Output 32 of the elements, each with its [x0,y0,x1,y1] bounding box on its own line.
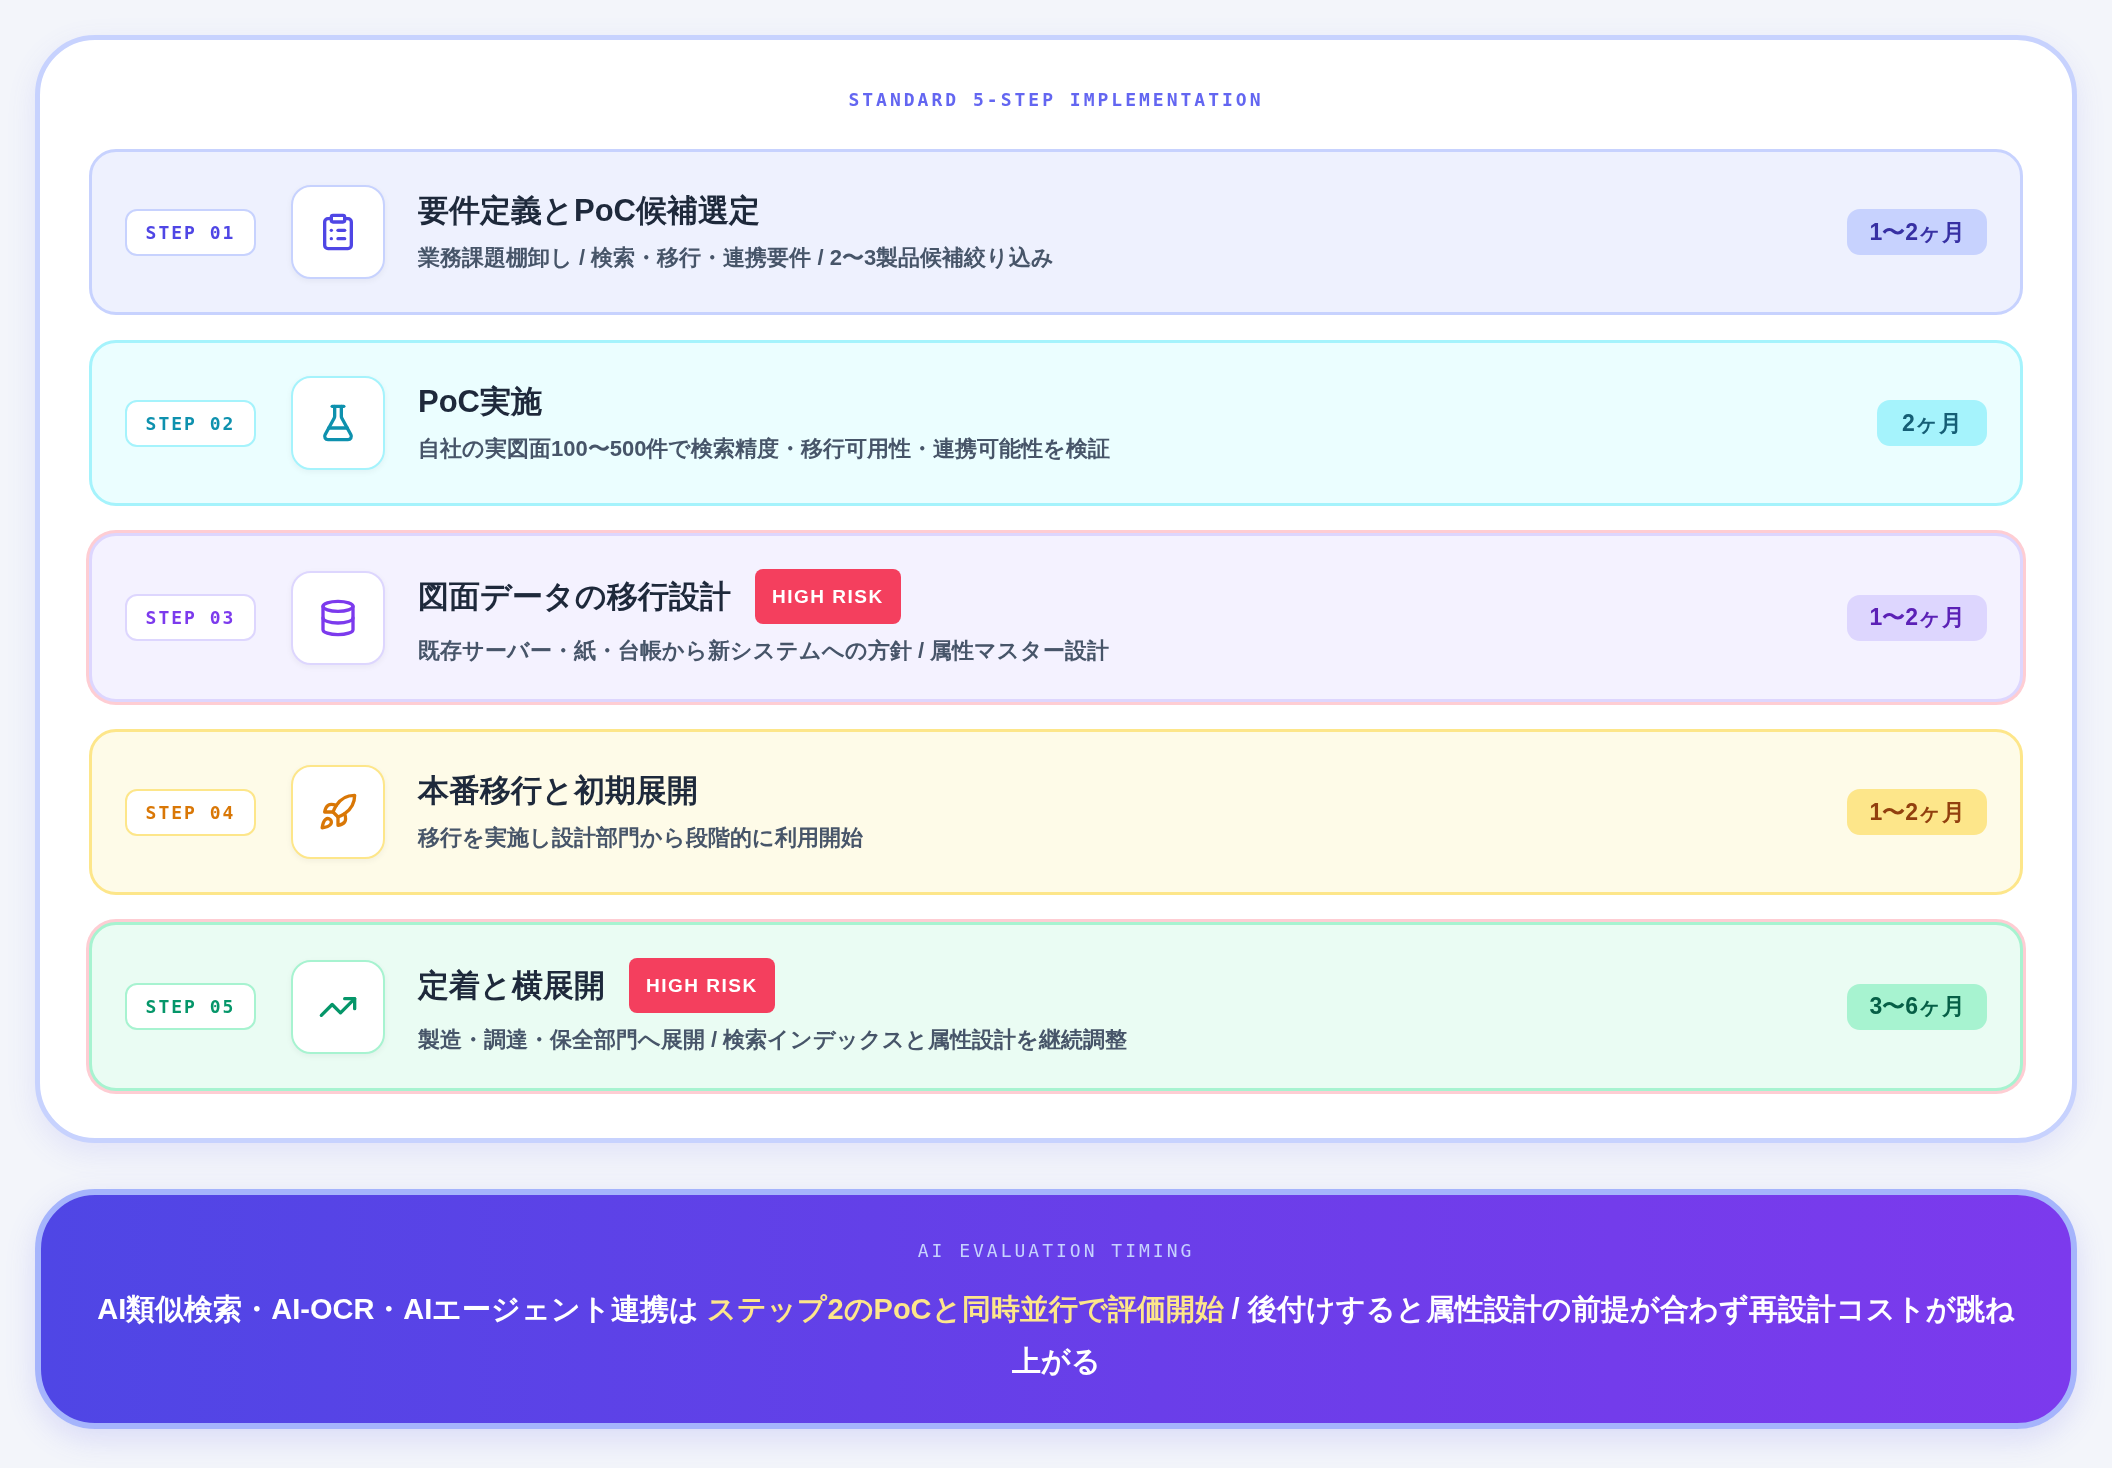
risk-tag: HIGH RISK [755,569,901,624]
step-description: 移行を実施し設計部門から段階的に利用開始 [418,824,864,852]
step-tag: STEP 04 [125,788,256,836]
section-heading: STANDARD 5-STEP IMPLEMENTATION [848,88,1264,112]
step-description: 既存サーバー・紙・台帳から新システムへの方針 / 属性マスター設計 [418,637,1111,665]
step-tag: STEP 05 [125,983,256,1030]
steps-panel [35,35,2077,1143]
step-description: 業務課題棚卸し / 検索・移行・連携要件 / 2〜3製品候補絞り込み [418,244,1056,272]
risk-tag: HIGH RISK [629,958,775,1013]
step-card [89,729,2023,895]
duration-tag: 1〜2ヶ月 [1847,594,1987,641]
banner-heading: AI EVALUATION TIMING [917,1239,1195,1263]
step-card [89,340,2023,506]
step-card [89,922,2023,1091]
step-title: PoC実施 [418,383,542,421]
step-tag: STEP 03 [125,594,256,641]
callout-banner [35,1189,2077,1429]
step-tag: STEP 02 [125,399,256,447]
duration-tag: 1〜2ヶ月 [1847,209,1987,255]
step-title: 要件定義とPoC候補選定 [418,192,760,230]
step-tag: STEP 01 [125,208,256,256]
duration-tag: 1〜2ヶ月 [1847,789,1987,835]
step-description: 自社の実図面100〜500件で検索精度・移行可用性・連携可能性を検証 [418,435,1112,463]
step-title: 本番移行と初期展開 [418,772,698,810]
duration-tag: 3〜6ヶ月 [1847,983,1987,1030]
banner-text: AI類似検索・AI-OCR・AIエージェント連携は ステップ2のPoCと同時並行で評価開始 / 後付けすると属性設計の前提が合わず再設計コストが跳ね上がる [96,1292,2016,1379]
step-card [89,149,2023,315]
step-title: 図面データの移行設計 [418,577,731,616]
step-card [89,533,2023,702]
step-description: 製造・調達・保全部門へ展開 / 検索インデックスと属性設計を継続調整 [418,1026,1129,1054]
step-title: 定着と横展開 [418,966,605,1005]
duration-tag: 2ヶ月 [1877,400,1987,446]
